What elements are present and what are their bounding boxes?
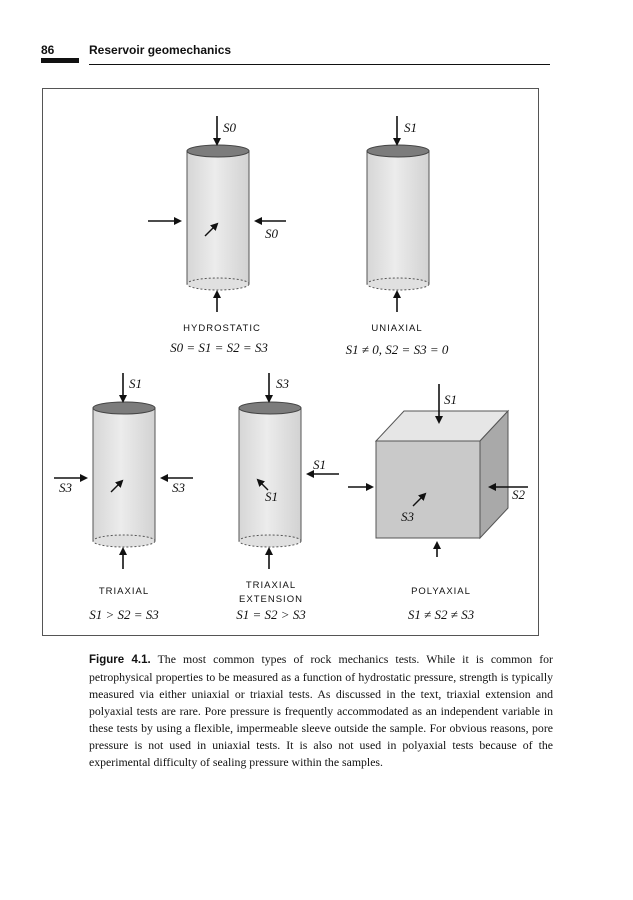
triaxial-extension-test: S3 S1 S1 TRIAXIAL EXTENSION S1 = S2 > S3 (236, 373, 339, 622)
inner-stress-arrow (204, 222, 219, 237)
test-label: UNIAXIAL (371, 323, 422, 334)
cylinder (366, 144, 430, 291)
header-rule (89, 64, 550, 65)
figure-frame (42, 88, 539, 636)
test-equation: S0 = S1 = S2 = S3 (170, 340, 268, 355)
test-label-line1: TRIAXIAL (246, 580, 296, 591)
hydrostatic-test: S0 S0 HYDROSTATIC S0 = S1 = S2 = S3 (148, 116, 286, 355)
right-stress-label: S3 (172, 480, 186, 495)
test-label: TRIAXIAL (99, 586, 149, 597)
figure-diagram: S0 S0 HYDROSTATIC S0 = S1 = S2 = S3 S1 U… (54, 116, 528, 622)
cylinder (92, 401, 156, 548)
inner-stress-label: S1 (265, 489, 278, 504)
top-stress-label: S0 (223, 120, 237, 135)
test-label: HYDROSTATIC (183, 323, 261, 334)
test-equation: S1 ≠ 0, S2 = S3 = 0 (346, 342, 449, 357)
header-bar (41, 58, 79, 63)
test-label-line2: EXTENSION (239, 594, 303, 605)
top-stress-label: S1 (129, 376, 142, 391)
right-stress-label: S2 (512, 487, 526, 502)
caption-text: The most common types of rock mechanics … (89, 652, 553, 769)
inner-stress-arrow (110, 479, 124, 493)
inner-stress-label: S3 (401, 509, 415, 524)
uniaxial-test: S1 UNIAXIAL S1 ≠ 0, S2 = S3 = 0 (346, 116, 449, 357)
top-stress-label: S1 (444, 392, 457, 407)
page-number: 86 (41, 43, 55, 57)
cylinder (186, 144, 250, 291)
polyaxial-test: S1 S2 S3 POLYAXIAL S1 ≠ S2 ≠ S3 (348, 384, 528, 622)
test-equation: S1 = S2 > S3 (236, 607, 306, 622)
side-stress-label: S0 (265, 226, 279, 241)
inner-stress-arrow (256, 478, 269, 491)
figure-caption: Figure 4.1. The most common types of roc… (89, 651, 553, 771)
test-equation: S1 ≠ S2 ≠ S3 (408, 607, 475, 622)
running-title: Reservoir geomechanics (89, 43, 232, 57)
left-stress-label: S3 (59, 480, 73, 495)
top-stress-label: S3 (276, 376, 290, 391)
cylinder (238, 401, 302, 548)
cube (374, 409, 510, 540)
caption-label: Figure 4.1. (89, 654, 151, 666)
triaxial-test: S1 S3 S3 TRIAXIAL S1 > S2 = S3 (54, 373, 193, 622)
test-equation: S1 > S2 = S3 (89, 607, 159, 622)
top-stress-label: S1 (404, 120, 417, 135)
side-stress-label: S1 (313, 457, 326, 472)
inner-stress-arrow (412, 492, 427, 507)
test-label: POLYAXIAL (411, 586, 471, 597)
